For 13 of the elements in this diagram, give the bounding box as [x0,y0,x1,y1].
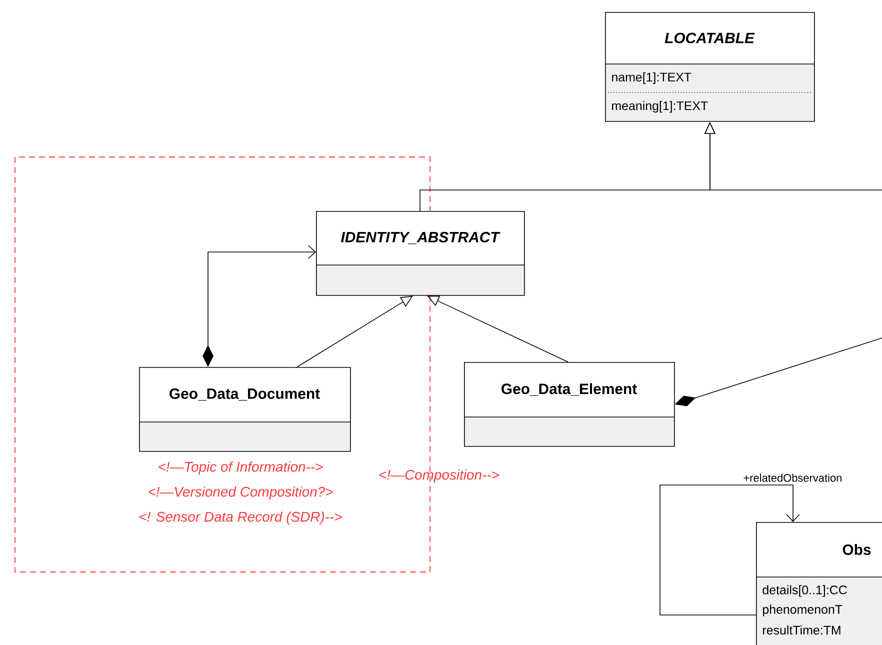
class-box: Geo_Data_Document [138,367,351,452]
class-box: Obs details[0..1]:CC phenomenonT resultTime:TM [756,522,882,645]
connector [296,296,413,368]
note-text: <!—Versioned Composition?> [148,486,333,500]
class-box: IDENTITY_ABSTRACT [316,211,525,296]
edge-label: +relatedObservation [744,474,842,482]
connector [427,296,568,362]
note-text: <! Sensor Data Record (SDR)--> [140,512,342,524]
note-text: <!—Topic of Information--> [158,462,323,474]
connector [660,484,800,616]
class-box: Geo_Data_Element [464,362,675,447]
class-box: LOCATABLE name[1]:TEXT meaning[1]:TEXT [604,12,815,122]
note-text: <!—Composition--> [379,470,499,482]
